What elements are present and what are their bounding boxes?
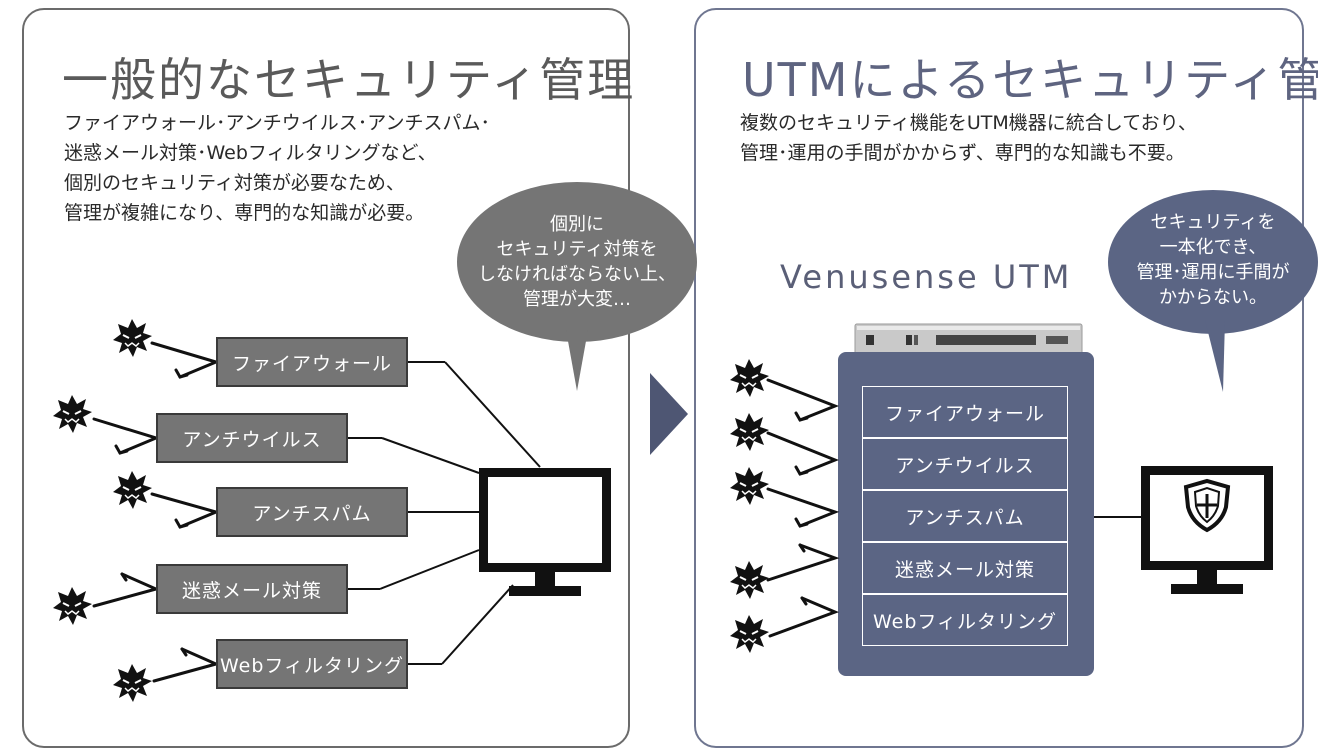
- description-line: 迷惑メール対策･Webフィルタリングなど、: [64, 142, 437, 164]
- left-bubble-text: 個別に セキュリティ対策を しなければならない上、 管理が大変…: [457, 187, 697, 337]
- virus-icon: [52, 586, 93, 626]
- utm-function-web-filtering: Webフィルタリング: [862, 594, 1068, 646]
- right-threat-arrows: [766, 378, 840, 638]
- left-connections: [347, 361, 541, 665]
- virus-icon: [52, 394, 93, 434]
- bubble-line: セキュリティを: [1150, 212, 1276, 233]
- virus-icon: [729, 466, 770, 506]
- virus-icon: [729, 560, 770, 600]
- right-description: 複数のセキュリティ機能をUTM機器に統合しており、 管理･運用の手間がかからず、…: [740, 108, 1197, 168]
- web-filtering-box: Webフィルタリング: [216, 639, 408, 689]
- firewall-box: ファイアウォール: [216, 337, 408, 387]
- bubble-line: 個別に: [550, 214, 604, 235]
- utm-device-body: [838, 352, 1094, 676]
- antispam-box: アンチスパム: [216, 487, 408, 537]
- virus-icon: [112, 318, 153, 358]
- device-label: Venusense UTM: [780, 258, 1073, 296]
- right-bubble-text: セキュリティを 一本化でき、 管理･運用に手間が かからない。: [1108, 190, 1318, 330]
- left-title: 一般的なセキュリティ管理: [62, 53, 636, 107]
- description-line: ファイアウォール･アンチウイルス･アンチスパム･: [64, 112, 490, 134]
- bubble-line: セキュリティ対策を: [496, 239, 658, 260]
- description-line: 管理･運用の手間がかからず、専門的な知識も不要。: [740, 142, 1185, 164]
- virus-icon: [112, 470, 153, 510]
- virus-icon: [729, 412, 770, 452]
- bubble-line: 管理･運用に手間が: [1136, 262, 1290, 283]
- virus-icon: [729, 358, 770, 398]
- right-title: UTMによるセキュリティ管理: [742, 53, 1318, 107]
- bubble-line: しなければならない上、: [478, 264, 676, 285]
- bubble-line: 管理が大変…: [523, 289, 631, 310]
- utm-function-antivirus: アンチウイルス: [862, 438, 1068, 490]
- description-line: 複数のセキュリティ機能をUTM機器に統合しており、: [740, 112, 1197, 134]
- left-threat-arrows: [92, 341, 221, 683]
- utm-function-antispam: アンチスパム: [862, 490, 1068, 542]
- anti-junk-mail-box: 迷惑メール対策: [156, 564, 348, 614]
- description-line: 管理が複雑になり、専門的な知識が必要。: [64, 202, 425, 224]
- description-line: 個別のセキュリティ対策が必要なため、: [64, 172, 405, 194]
- antivirus-box: アンチウイルス: [156, 413, 348, 463]
- right-speech-bubble: [1108, 190, 1318, 392]
- utm-appliance-icon: [854, 323, 1083, 355]
- utm-function-anti-junk-mail: 迷惑メール対策: [862, 542, 1068, 594]
- left-description: ファイアウォール･アンチウイルス･アンチスパム･ 迷惑メール対策･Webフィルタ…: [64, 108, 490, 228]
- shield-icon: [1183, 478, 1231, 533]
- right-arrow-icon: [650, 373, 688, 455]
- left-speech-bubble: [457, 182, 697, 391]
- utm-function-firewall: ファイアウォール: [862, 386, 1068, 438]
- monitor-icon: [479, 468, 611, 596]
- diagram-graphics: [52, 182, 1318, 703]
- virus-icon: [729, 614, 770, 654]
- bubble-line: かからない。: [1159, 287, 1267, 308]
- virus-icon: [112, 663, 153, 703]
- bubble-line: 一本化でき、: [1159, 237, 1267, 258]
